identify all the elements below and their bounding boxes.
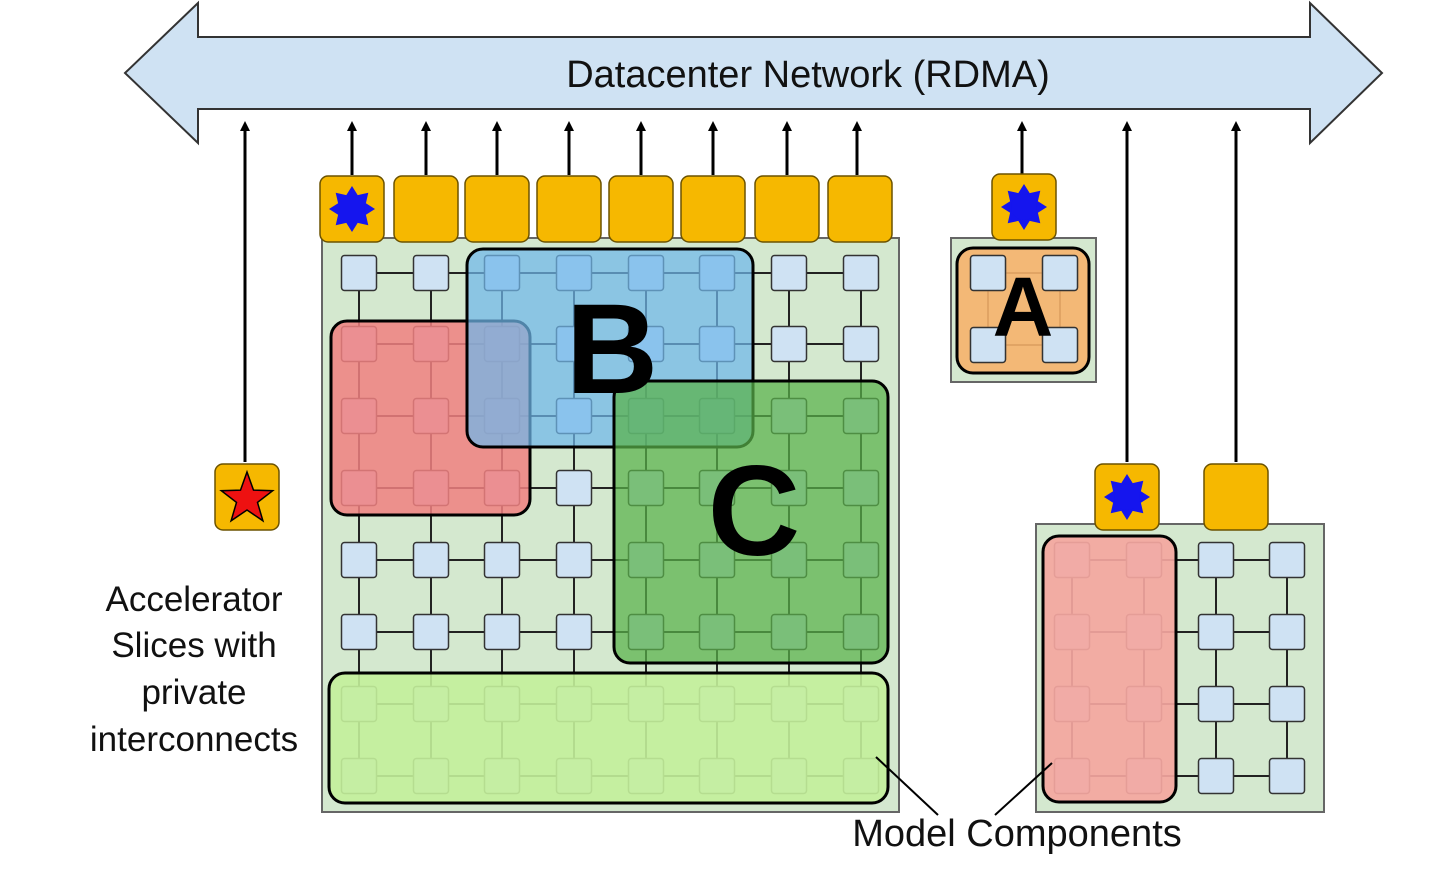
grid-large-chip-r1-c2 [412,254,450,292]
grid-large-chip-r2-c8 [842,325,880,363]
grid-right-chip-r3-c3 [1197,685,1235,723]
grid-large-chip-r1-c1 [340,254,378,292]
star-icon [219,469,275,523]
component-a-label: A [993,260,1054,354]
grid-large-chip-r5-c4 [555,541,593,579]
sun-icon-1 [329,186,375,232]
host-box-2 [393,175,459,243]
grid-large-chip-r6-c1 [340,613,378,651]
sun-icon-9-core [1011,194,1037,220]
slices-caption: Accelerator Slices with private intercon… [90,580,298,759]
grid-small-overlay-chip-1 [969,254,1007,292]
sun-icon-10-core [1114,484,1140,510]
slices-caption-line-4: interconnects [90,720,298,759]
grid-right-chip-r1-c3 [1197,541,1235,579]
host-box-3 [464,175,530,243]
sun-icon-9 [1001,184,1047,230]
host-boxes [214,173,1269,531]
grid-right-chip-r2-c3 [1197,613,1235,651]
model-components [327,246,1178,805]
grid-small-overlay-chip-2 [1041,254,1079,292]
host-box-11 [1203,463,1269,531]
pointer-line-left [875,756,939,816]
slices-caption-line-2: Slices with [111,626,276,665]
model-components-label: Model Components [852,813,1182,855]
datacenter-network-arrow: Datacenter Network (RDMA) [123,0,1384,146]
component-c-label: C [708,440,800,583]
grid-right-chip-r4-c3 [1197,757,1235,795]
grid-large-chip-r6-c2 [412,613,450,651]
grid-small-overlay-chip-3 [969,326,1007,364]
slices-caption-line-1: Accelerator [105,580,282,619]
host-box-4 [536,175,602,243]
grid-right-chip-r4-c4 [1268,757,1306,795]
sun-icon-1-core [339,196,365,222]
host-box-5 [608,175,674,243]
grid-large-chip-r1-c7 [770,254,808,292]
grid-large-chip-r5-c1 [340,541,378,579]
pointer-line-right [994,762,1053,816]
grid-small-overlay-chip-4 [1041,326,1079,364]
grid-small-overlay [969,254,1079,364]
host-box-6 [680,175,746,243]
grid-large-chip-r6-c4 [555,613,593,651]
sun-icon-10 [1104,474,1150,520]
grid-right-chip-r3-c4 [1268,685,1306,723]
network-label: Datacenter Network (RDMA) [566,54,1050,96]
grid-large-chip-r5-c3 [483,541,521,579]
grid-large-chip-r2-c7 [770,325,808,363]
grid-large-chip-r5-c2 [412,541,450,579]
grid-large-chip-r4-c4 [555,469,593,507]
component-b-label: B [566,278,658,421]
model-component-right-red [1041,534,1178,804]
host-box-8 [827,175,893,243]
grid-large-chip-r1-c8 [842,254,880,292]
model-component-green-row [327,671,890,805]
grid-right-chip-r1-c4 [1268,541,1306,579]
grid-right-chip-r2-c4 [1268,613,1306,651]
slices-caption-line-3: private [141,673,246,712]
grid-large-chip-r6-c3 [483,613,521,651]
model-component-c [612,379,890,665]
host-box-7 [754,175,820,243]
model-components-caption: Model Components [852,756,1182,855]
uplink-arrows [240,121,1241,462]
